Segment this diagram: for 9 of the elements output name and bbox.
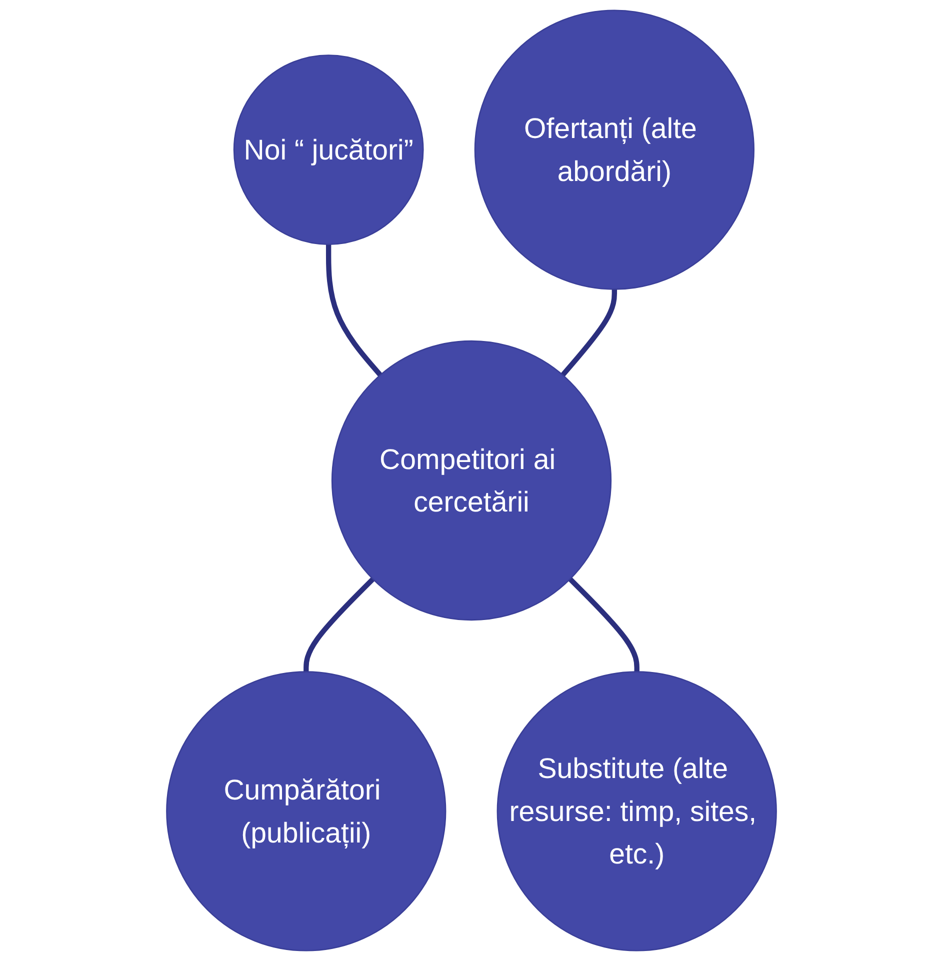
connector <box>560 289 618 377</box>
connector <box>568 577 640 672</box>
connector <box>326 244 382 377</box>
node-circle: Ofertanți (alte abordări) <box>474 10 754 290</box>
node-circle: Substitute (alte resurse: timp, sites, etc.) <box>496 671 777 952</box>
node-circle: Competitori ai cercetării <box>331 340 612 621</box>
node-circle: Noi “ jucători” <box>233 54 424 245</box>
node-circle: Cumpărători (publicații) <box>166 671 446 952</box>
connector <box>304 577 375 672</box>
